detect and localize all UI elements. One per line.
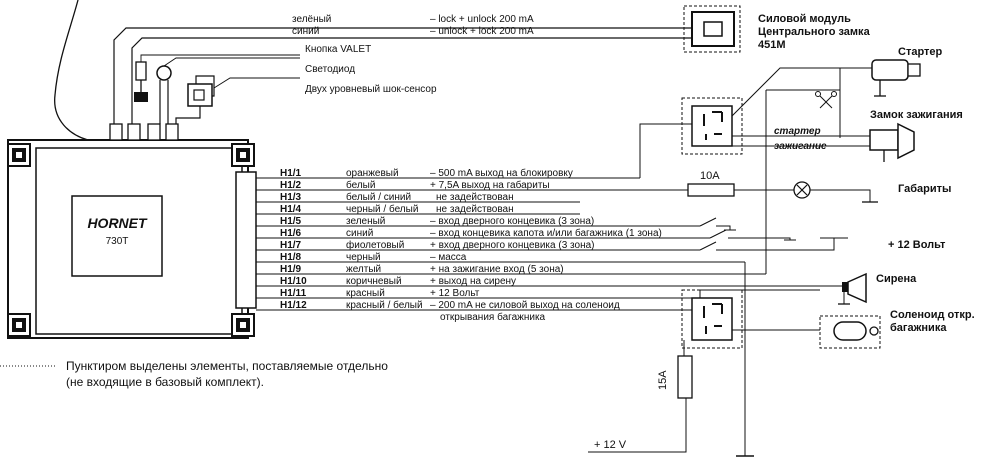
pin-color: оранжевый bbox=[346, 168, 399, 179]
top-wire-color-2: синий bbox=[292, 26, 319, 37]
top-connector bbox=[109, 123, 123, 141]
pin-func: + выход на сирену bbox=[430, 276, 516, 287]
pin-id: H1/5 bbox=[280, 216, 302, 227]
top-wires bbox=[113, 27, 700, 124]
antenna-wire bbox=[54, 0, 89, 141]
module-title-2: Центрального замка bbox=[758, 26, 871, 38]
ignition-lock-label: Замок зажигания bbox=[870, 109, 963, 121]
pin-color: красный bbox=[346, 288, 385, 299]
pin-color: черный bbox=[346, 252, 381, 263]
pin-func: – вход дверного концевика (3 зона) bbox=[430, 216, 594, 227]
top-connector bbox=[127, 123, 141, 141]
pin-func: не задействован bbox=[436, 204, 514, 215]
pin-id: H1/12 bbox=[280, 300, 307, 311]
plus12-label: + 12 Вольт bbox=[888, 239, 946, 251]
module-title-1: Силовой модуль bbox=[758, 13, 851, 25]
ignition-lock-icon bbox=[869, 122, 915, 162]
shock-label: Двух уровневый шок-сенсор bbox=[305, 84, 437, 95]
starter-motor-icon bbox=[871, 59, 921, 97]
pin-color: красный / белый bbox=[346, 299, 423, 311]
unit-model: 730T bbox=[106, 236, 129, 247]
pin-id: H1/2 bbox=[280, 180, 302, 191]
pin-color: белый / синий bbox=[346, 191, 411, 203]
starter-relay bbox=[681, 97, 743, 155]
pin-func: + 12 Вольт bbox=[430, 288, 480, 299]
valet-button bbox=[134, 61, 148, 102]
top-wire-func-2: – unlock + lock 200 mA bbox=[430, 26, 534, 37]
note-line-1: Пунктиром выделены элементы, поставляемы… bbox=[66, 359, 388, 373]
pin-color: черный / белый bbox=[346, 203, 418, 215]
note-line-2: (не входящие в базовый комплект). bbox=[66, 375, 264, 389]
pin-func: + вход дверного концевика (3 зона) bbox=[430, 240, 594, 251]
led-indicator bbox=[156, 65, 172, 124]
top-connector bbox=[147, 123, 161, 141]
lamp-icon bbox=[793, 181, 811, 199]
pin-id: H1/4 bbox=[280, 204, 302, 215]
pin-id: H1/8 bbox=[280, 252, 302, 263]
module-title-3: 451M bbox=[758, 39, 786, 51]
pin-func: + на зажигание вход (5 зона) bbox=[430, 264, 564, 275]
pin-func: не задействован bbox=[436, 192, 514, 203]
unit-label-panel bbox=[71, 195, 163, 277]
door-switches bbox=[699, 217, 848, 251]
pin-table: H1/1 оранжевый – 500 mA выход на блокиро… bbox=[280, 167, 662, 323]
pin-color: коричневый bbox=[346, 276, 402, 287]
pin-id: H1/6 bbox=[280, 228, 302, 239]
central-lock-module bbox=[683, 5, 741, 53]
pin-func: – вход концевика капота и/или багажника … bbox=[430, 227, 662, 239]
top-wire-func-1: – lock + unlock 200 mA bbox=[430, 14, 534, 25]
pin-id: H1/9 bbox=[280, 264, 302, 275]
pin-id: H1/3 bbox=[280, 192, 302, 203]
fuse-15a bbox=[677, 355, 693, 399]
pin-color: синий bbox=[346, 228, 373, 239]
solenoid-icon bbox=[819, 315, 881, 349]
top-wire-color-1: зелёный bbox=[292, 14, 331, 25]
ignition-wire-label: зажигание bbox=[774, 141, 827, 152]
trunk-relay bbox=[681, 289, 743, 349]
hornet-unit: HORNET 730T bbox=[7, 123, 257, 339]
pin12-func-line2: открывания багажника bbox=[440, 311, 546, 323]
pin-func: – 500 mA выход на блокировку bbox=[430, 167, 573, 179]
starter-wire-label: стартер bbox=[774, 126, 821, 137]
pin-func: – масса bbox=[430, 252, 467, 263]
h1-connector bbox=[235, 171, 257, 309]
lights-label: Габариты bbox=[898, 183, 951, 195]
led-label: Светодиод bbox=[305, 64, 355, 75]
shock-sensor bbox=[175, 75, 215, 124]
supply-label: + 12 V bbox=[594, 439, 627, 451]
fuse-10a bbox=[687, 183, 735, 197]
pin-lines bbox=[256, 177, 826, 311]
pin-id: H1/10 bbox=[280, 276, 307, 287]
siren-label: Сирена bbox=[876, 273, 917, 285]
pin-color: зеленый bbox=[346, 216, 385, 227]
top-connector bbox=[165, 123, 179, 141]
pin-id: H1/11 bbox=[280, 288, 307, 299]
unit-brand: HORNET bbox=[87, 215, 148, 231]
pin-func: – 200 mA не силовой выход на соленоид bbox=[430, 300, 620, 311]
starter-label: Стартер bbox=[898, 46, 943, 58]
fuse-10a-label: 10A bbox=[700, 170, 720, 182]
pin-func: + 7,5A выход на габариты bbox=[430, 179, 550, 191]
scissors-icon bbox=[815, 91, 837, 109]
pin-color: желтый bbox=[346, 264, 381, 275]
valet-label: Кнопка VALET bbox=[305, 44, 371, 55]
siren-icon bbox=[838, 272, 867, 305]
pin-color: белый bbox=[346, 179, 375, 191]
pin-id: H1/7 bbox=[280, 240, 302, 251]
solenoid-label-2: багажника bbox=[890, 322, 947, 334]
pin-id: H1/1 bbox=[280, 168, 302, 179]
solenoid-label-1: Соленоид откр. bbox=[890, 309, 975, 321]
fuse-15a-label: 15A bbox=[657, 370, 669, 390]
pin-color: фиолетовый bbox=[346, 239, 404, 251]
